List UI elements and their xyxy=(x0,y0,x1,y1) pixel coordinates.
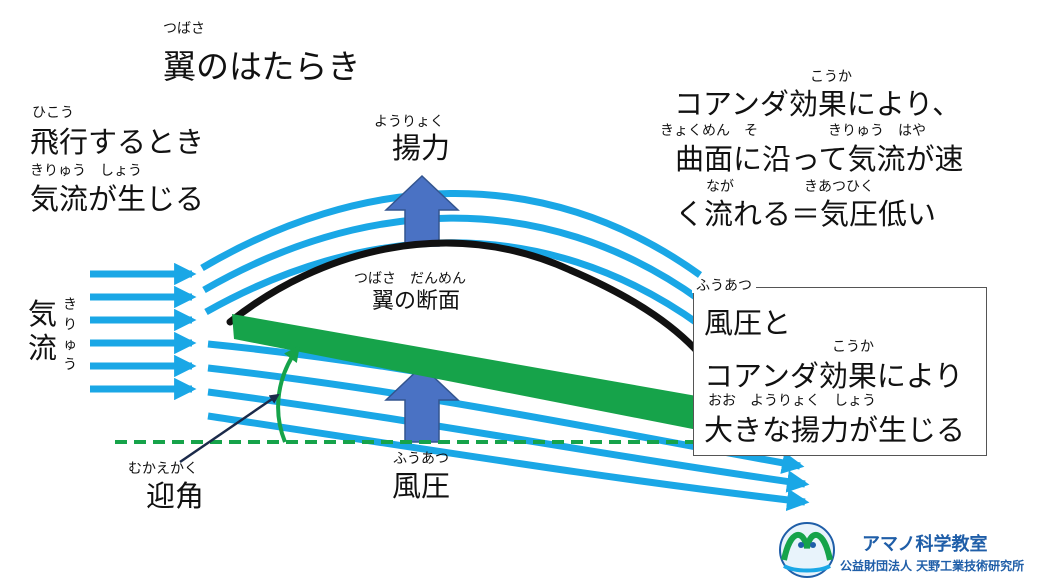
coanda-ruby-2: きょくめん そ きりゅう はや xyxy=(660,123,926,139)
wing-airfoil-curve xyxy=(226,239,709,364)
flight-line-2: 気流が生じる xyxy=(30,182,205,216)
coanda-ruby-3: なが きあつひく xyxy=(706,179,874,195)
result-line-3: 大きな揚力が生じる xyxy=(704,413,966,447)
page-title: 翼のはたらき xyxy=(163,47,361,86)
airflow-label-char-2: 流 xyxy=(28,331,58,365)
airflow-label-char-1: 気 xyxy=(28,297,58,331)
result-ruby-3: おお ようりょく しょう xyxy=(708,393,876,409)
result-ruby-2: こうか xyxy=(832,339,874,355)
incoming-airflow-arrows xyxy=(90,262,197,401)
flight-ruby-2: きりゅう しょう xyxy=(30,163,142,179)
angle-label-pointer xyxy=(179,393,280,464)
wing-plate xyxy=(232,314,708,432)
airflow-ruby-char-4: う xyxy=(63,357,77,373)
airflow-ruby-char-3: ゅ xyxy=(63,337,77,353)
coanda-line-1: コアンダ効果により、 xyxy=(674,87,962,121)
wind-pressure-arrow xyxy=(384,364,460,443)
result-line-1: 風圧と xyxy=(704,306,792,340)
logo-name: アマノ科学教室 xyxy=(862,534,988,555)
streamline xyxy=(202,214,703,303)
lift-label: 揚力 xyxy=(392,131,451,165)
lift-arrow xyxy=(384,174,460,247)
result-line-2: コアンダ効果により xyxy=(704,359,964,393)
wing-section-label: 翼の断面 xyxy=(372,289,461,314)
angle-of-attack-ruby: むかえかく xyxy=(128,461,198,477)
logo-org: 公益財団法人 天野工業技術研究所 xyxy=(840,559,1025,573)
coanda-line-2: 曲面に沿って気流が速 xyxy=(675,142,964,176)
result-box-title-ruby: ふうあつ xyxy=(692,279,756,293)
title-ruby: つばさ xyxy=(163,21,205,37)
lift-ruby: ようりょく xyxy=(374,114,444,130)
flight-ruby-1: ひこう xyxy=(32,105,74,121)
coanda-ruby-1: こうか xyxy=(810,69,852,85)
wing-section-ruby: つばさ だんめん xyxy=(354,271,466,287)
airflow-ruby-char-1: き xyxy=(63,297,77,313)
streamline xyxy=(207,412,810,512)
amano-logo-emblem xyxy=(779,522,835,578)
streamline xyxy=(207,388,810,493)
wind-pressure-ruby: ふうあつ xyxy=(393,451,449,467)
result-box: ふうあつ 風圧と こうか コアンダ効果により おお ようりょく しょう 大きな揚… xyxy=(692,279,987,456)
angle-of-attack-arc xyxy=(276,345,300,443)
flight-line-1: 飛行するとき xyxy=(30,125,205,159)
airflow-ruby-char-2: り xyxy=(63,317,77,333)
streamline xyxy=(200,190,703,278)
wind-pressure-label: 風圧 xyxy=(392,469,451,503)
coanda-line-3: く流れる＝気圧低い xyxy=(675,197,937,231)
angle-of-attack-label: 迎角 xyxy=(146,479,205,513)
